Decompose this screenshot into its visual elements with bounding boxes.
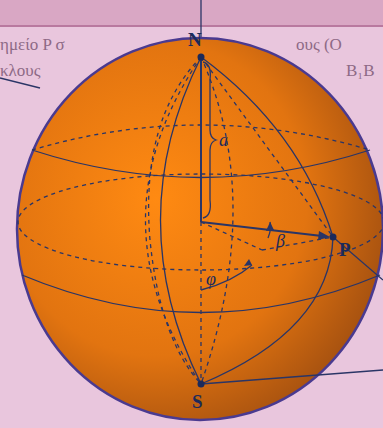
header-band [0, 0, 383, 26]
sphere [17, 38, 383, 420]
angle-label: β [276, 232, 285, 250]
point-label: S [192, 392, 203, 411]
background-text: B₁B [346, 62, 375, 79]
length-label: a [219, 131, 228, 149]
angle-label: φ [206, 270, 216, 288]
background-text: ημείο P σ [0, 36, 65, 53]
point-label: N [188, 30, 202, 49]
background-text: κλους [0, 62, 40, 79]
background-text: ους (O [296, 36, 342, 53]
point-label: P [339, 240, 351, 259]
